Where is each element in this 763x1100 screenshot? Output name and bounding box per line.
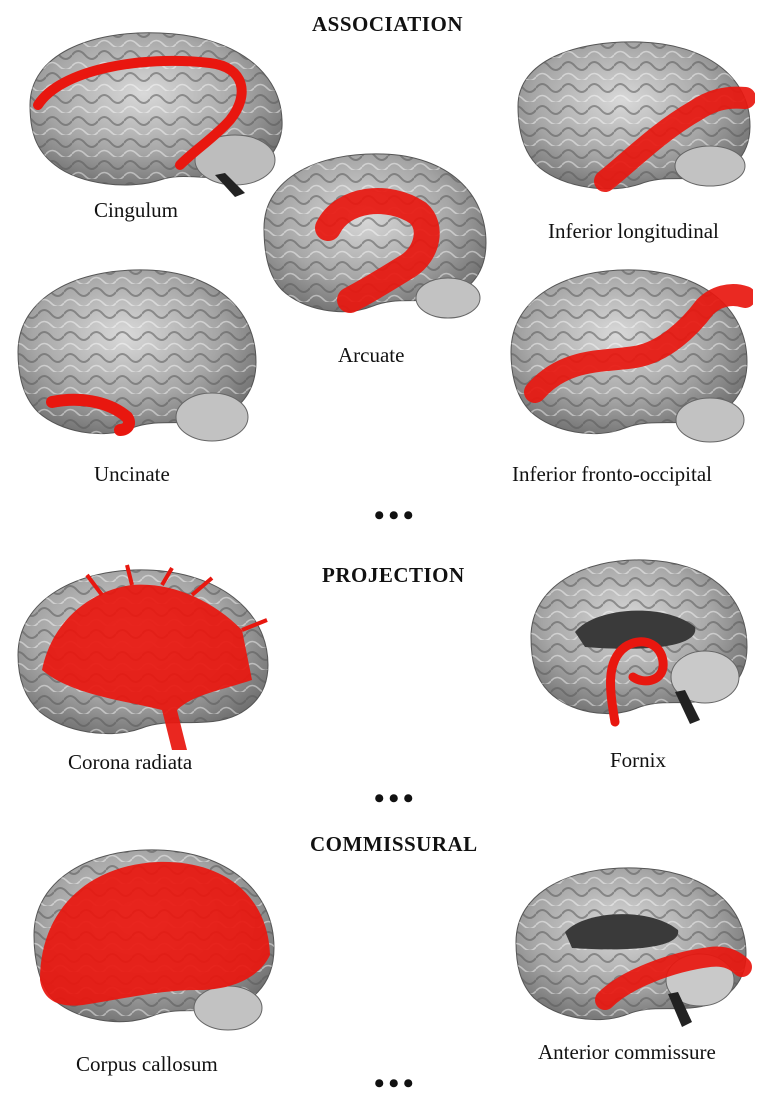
label-uncinate: Uncinate [94,462,170,487]
brain-corona-radiata-image [12,560,274,750]
brain-arcuate-image [258,148,490,326]
label-corona-radiata: Corona radiata [68,750,192,775]
label-corpus-callosum: Corpus callosum [76,1052,218,1077]
label-inferior-longitudinal: Inferior longitudinal [548,219,719,244]
brain-inferior-longitudinal-image [510,36,755,196]
label-anterior-commissure: Anterior commissure [538,1040,716,1065]
section-heading-projection: PROJECTION [322,563,465,588]
label-cingulum: Cingulum [94,198,178,223]
label-inferior-fronto-occipital: Inferior fronto-occipital [512,462,712,487]
brain-cingulum-image [20,25,290,197]
ellipsis-association: ••• [374,506,418,526]
ellipsis-commissural: ••• [374,1074,418,1094]
brain-inferior-fronto-occipital-image [505,262,753,452]
label-arcuate: Arcuate [338,343,404,368]
brain-fornix-image [525,552,753,730]
section-heading-association: ASSOCIATION [312,12,463,37]
brain-uncinate-image [12,262,262,450]
section-heading-commissural: COMMISSURAL [310,832,478,857]
brain-corpus-callosum-image [28,840,280,1040]
ellipsis-projection: ••• [374,789,418,809]
label-fornix: Fornix [610,748,666,773]
brain-anterior-commissure-image [510,862,752,1032]
